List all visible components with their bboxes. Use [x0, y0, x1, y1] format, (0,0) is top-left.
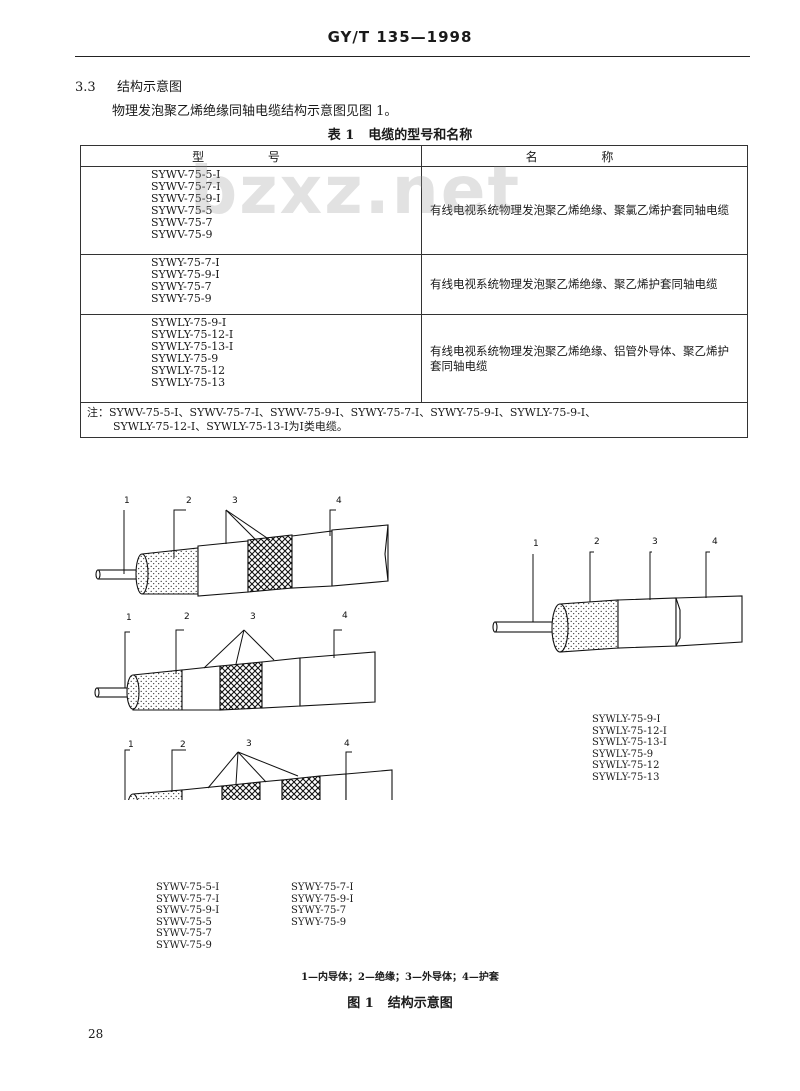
table-note-row: 注：SYWV-75-5-Ⅰ、SYWV-75-7-Ⅰ、SYWV-75-9-Ⅰ、SY… — [80, 402, 748, 438]
section-title: 结构示意图 — [117, 80, 183, 95]
callouts-d — [532, 551, 710, 622]
figure-legend: 1—内导体；2—绝缘；3—外导体；4—护套 — [301, 972, 499, 983]
model-cell: SYWLY-75-9-Ⅰ SYWLY-75-12-Ⅰ SYWLY-75-13-Ⅰ… — [80, 314, 422, 403]
callouts-c — [124, 749, 352, 800]
model-code: SYWV-75-7-Ⅰ — [156, 893, 220, 905]
model-code: SYWV-75-9 — [156, 939, 212, 951]
col-header-model: 型 号 — [80, 145, 422, 167]
model-code: SYWV-75-7 — [151, 216, 213, 229]
model-code: SYWY-75-7 — [151, 280, 212, 293]
model-code: SYWV-75-7 — [156, 928, 212, 939]
callout-label: 1 — [126, 613, 132, 623]
model-code: SYWLY-75-13 — [592, 771, 660, 783]
table-header-row: 型 号 名 称 — [80, 145, 748, 167]
model-list-left-b: SYWY-75-7-Ⅰ SYWY-75-9-Ⅰ SYWY-75-7 SYWY-7… — [291, 882, 353, 928]
table-note: 注：SYWV-75-5-Ⅰ、SYWV-75-7-Ⅰ、SYWV-75-9-Ⅰ、SY… — [80, 402, 748, 438]
model-code: SYWY-75-7 — [291, 905, 347, 916]
callout-label: 2 — [594, 537, 600, 547]
model-code: SYWV-75-5 — [156, 916, 212, 928]
model-code: SYWY-75-7-Ⅰ — [291, 882, 354, 893]
model-list-left-a: SYWV-75-5-Ⅰ SYWV-75-7-Ⅰ SYWV-75-9-Ⅰ SYWV… — [156, 882, 219, 951]
model-code: SYWV-75-5-Ⅰ — [156, 882, 220, 893]
model-code: SYWV-75-5 — [151, 204, 213, 217]
model-code: SYWV-75-9-Ⅰ — [151, 192, 221, 205]
cable-type-table: 型 号 名 称 SYWV-75-5-Ⅰ SYWV-75-7-Ⅰ SYWV-75-… — [80, 145, 748, 438]
model-code: SYWLY-75-13-Ⅰ — [151, 340, 234, 353]
table-caption-number: 表 1 — [327, 128, 355, 143]
model-code: SYWY-75-7-Ⅰ — [151, 256, 220, 269]
model-code: SYWLY-75-9-Ⅰ — [592, 714, 661, 725]
model-code: SYWV-75-7-Ⅰ — [151, 180, 221, 193]
model-code: SYWV-75-9-Ⅰ — [156, 905, 220, 916]
name-cell: 有线电视系统物理发泡聚乙烯绝缘、铝管外导体、聚乙烯护套同轴电缆 — [421, 314, 748, 403]
model-code: SYWV-75-5-Ⅰ — [151, 168, 221, 181]
table-note-line: 注：SYWV-75-5-Ⅰ、SYWV-75-7-Ⅰ、SYWV-75-9-Ⅰ、SY… — [87, 406, 597, 419]
model-code: SYWLY-75-12-Ⅰ — [151, 328, 234, 341]
table-note-line: SYWLY-75-12-Ⅰ、SYWLY-75-13-Ⅰ为Ⅰ类电缆。 — [113, 420, 348, 433]
cable-illustration-b — [94, 651, 376, 711]
callout-label: 3 — [232, 496, 238, 506]
figure-caption: 图 1 结构示意图 — [0, 992, 800, 1011]
callout-label: 4 — [712, 537, 718, 547]
callout-label: 4 — [344, 739, 350, 749]
callout-label: 3 — [250, 612, 256, 622]
callout-label: 3 — [652, 537, 658, 547]
cable-illustration-d — [492, 595, 743, 653]
table-caption: 表 1 电缆的型号和名称 — [0, 124, 800, 143]
callout-label: 2 — [180, 740, 186, 750]
callout-label: 3 — [246, 739, 252, 749]
standard-header: GY/T 135—1998 — [327, 28, 473, 46]
table-caption-title: 电缆的型号和名称 — [368, 128, 473, 143]
model-cell: SYWV-75-5-Ⅰ SYWV-75-7-Ⅰ SYWV-75-9-Ⅰ SYWV… — [80, 166, 422, 255]
model-code: SYWLY-75-12 — [151, 364, 226, 377]
cable-structure-diagram: 1 2 3 4 1 2 3 4 — [94, 496, 743, 800]
model-code: SYWLY-75-9-Ⅰ — [151, 316, 227, 329]
intro-paragraph: 物理发泡聚乙烯绝缘同轴电缆结构示意图见图 1。 — [112, 104, 398, 119]
model-code: SYWY-75-9-Ⅰ — [151, 268, 220, 281]
model-code: SYWLY-75-9 — [592, 748, 654, 760]
callout-label: 1 — [128, 740, 134, 750]
model-code: SYWY-75-9 — [291, 916, 347, 928]
callout-label: 4 — [336, 496, 342, 506]
name-cell: 有线电视系统物理发泡聚乙烯绝缘、聚氯乙烯护套同轴电缆 — [421, 166, 748, 255]
section-heading: 3.3 结构示意图 — [75, 76, 182, 95]
model-code: SYWY-75-9-Ⅰ — [291, 893, 354, 905]
figure-caption-title: 结构示意图 — [387, 996, 453, 1011]
page-number: 28 — [88, 1027, 104, 1041]
cable-illustration-a — [95, 524, 389, 597]
table-row: SYWY-75-7-Ⅰ SYWY-75-9-Ⅰ SYWY-75-7 SYWY-7… — [80, 254, 748, 315]
figure-caption-number: 图 1 — [347, 996, 374, 1011]
model-code: SYWV-75-9 — [151, 228, 213, 241]
model-code: SYWLY-75-12 — [592, 760, 660, 771]
callout-label: 4 — [342, 611, 348, 621]
callout-label: 2 — [186, 496, 192, 506]
cable-illustration-c — [127, 769, 393, 800]
model-code: SYWLY-75-13-Ⅰ — [592, 737, 667, 748]
section-number: 3.3 — [75, 80, 96, 95]
callout-label: 2 — [184, 612, 190, 622]
model-list-right: SYWLY-75-9-Ⅰ SYWLY-75-12-Ⅰ SYWLY-75-13-Ⅰ… — [592, 714, 667, 783]
col-header-name: 名 称 — [421, 145, 748, 167]
header-rule — [75, 56, 750, 57]
callouts-a — [123, 509, 336, 574]
name-cell: 有线电视系统物理发泡聚乙烯绝缘、聚乙烯护套同轴电缆 — [421, 254, 748, 315]
table-row: SYWLY-75-9-Ⅰ SYWLY-75-12-Ⅰ SYWLY-75-13-Ⅰ… — [80, 314, 748, 403]
callout-label: 1 — [533, 539, 539, 549]
model-code: SYWY-75-9 — [151, 292, 212, 305]
model-code: SYWLY-75-9 — [151, 352, 219, 365]
model-code: SYWLY-75-13 — [151, 376, 226, 389]
model-cell: SYWY-75-7-Ⅰ SYWY-75-9-Ⅰ SYWY-75-7 SYWY-7… — [80, 254, 422, 315]
callouts-b — [124, 629, 342, 688]
model-code: SYWLY-75-12-Ⅰ — [592, 725, 667, 737]
callout-label: 1 — [124, 496, 130, 506]
table-row: SYWV-75-5-Ⅰ SYWV-75-7-Ⅰ SYWV-75-9-Ⅰ SYWV… — [80, 166, 748, 255]
